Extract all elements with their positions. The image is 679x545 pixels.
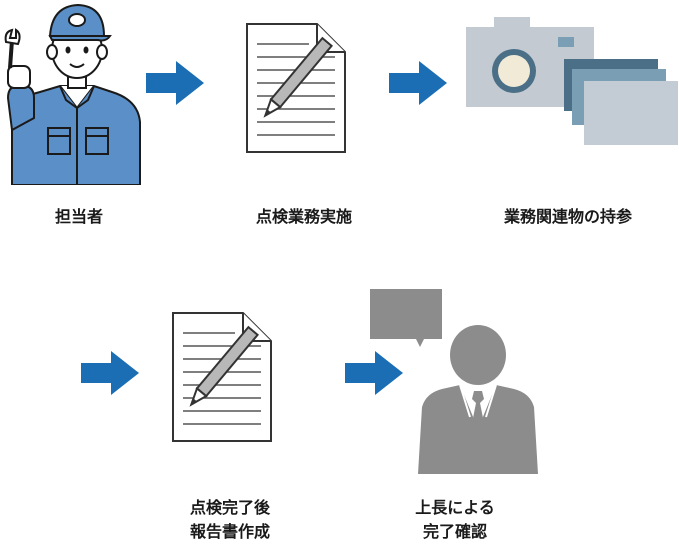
step-label-report-line2: 報告書作成 bbox=[189, 522, 270, 541]
arrow-right-icon bbox=[81, 351, 139, 395]
supervisor-icon bbox=[370, 289, 538, 474]
document-pen-icon bbox=[246, 23, 346, 153]
step-label-bring-materials: 業務関連物の持参 bbox=[503, 207, 632, 226]
arrow-right-icon bbox=[389, 61, 447, 105]
arrow-right-icon bbox=[345, 351, 403, 395]
camera-photos-icon bbox=[466, 17, 678, 145]
step-label-confirmation-line2: 完了確認 bbox=[422, 522, 487, 541]
worker-icon bbox=[4, 3, 141, 185]
step-label-confirmation: 上長による 完了確認 bbox=[390, 496, 520, 544]
step-label-report: 点検完了後 報告書作成 bbox=[160, 496, 300, 544]
step-label-confirmation-line1: 上長による bbox=[415, 498, 495, 517]
document-pen-icon bbox=[172, 312, 272, 442]
step-label-inspection: 点検業務実施 bbox=[255, 207, 352, 226]
step-label-report-line1: 点検完了後 bbox=[189, 498, 270, 517]
arrow-right-icon bbox=[146, 61, 204, 105]
step-label-worker: 担当者 bbox=[54, 207, 103, 226]
